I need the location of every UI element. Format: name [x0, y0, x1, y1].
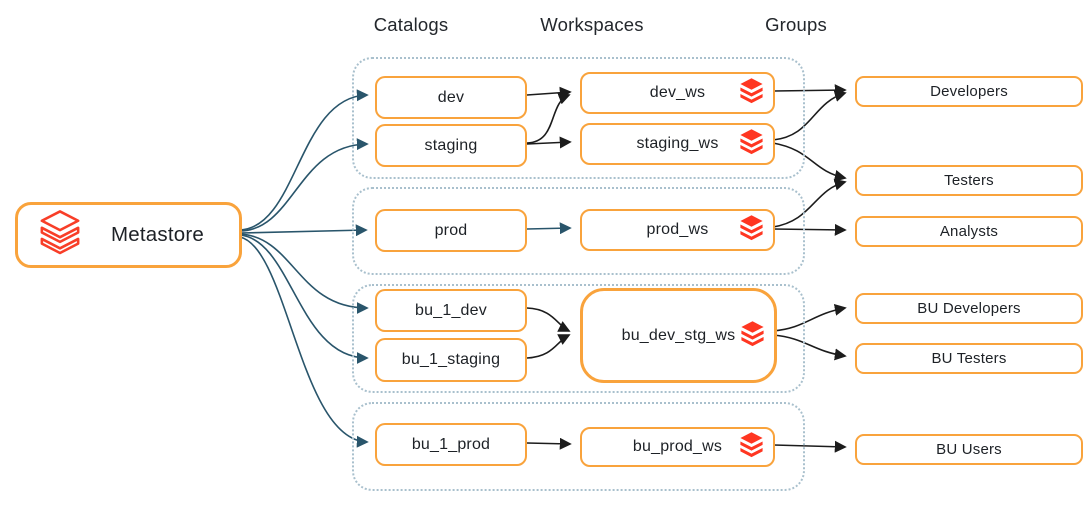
group-testers-label: Testers [944, 172, 994, 189]
group-bu-testers-label: BU Testers [931, 350, 1007, 367]
tier-bu-dev-staging [352, 284, 805, 393]
catalog-dev-node: dev [375, 76, 527, 119]
workspace-bu-dev-stg-ws-node: bu_dev_stg_ws [580, 288, 777, 383]
databricks-icon [739, 78, 764, 109]
edge-metastore-dev [239, 89, 369, 231]
databricks-icon [739, 432, 764, 463]
workspace-staging-ws-node: staging_ws [580, 123, 775, 165]
group-bu-developers-label: BU Developers [917, 300, 1021, 317]
group-bu-developers-node: BU Developers [855, 293, 1083, 324]
catalog-bu-1-prod-label: bu_1_prod [411, 435, 491, 453]
catalog-staging-label: staging [424, 136, 478, 154]
databricks-icon [739, 215, 764, 246]
catalog-prod-label: prod [434, 221, 468, 239]
group-bu-testers-node: BU Testers [855, 343, 1083, 374]
workspace-bu-dev-stg-ws-label: bu_dev_stg_ws [621, 326, 736, 344]
edge-metastore-bu-1-prod [239, 236, 369, 448]
workspace-staging-ws-label: staging_ws [636, 135, 719, 152]
column-header-groups: Groups [765, 14, 827, 35]
workspace-bu-prod-ws-label: bu_prod_ws [632, 438, 723, 455]
metastore-node: Metastore [15, 202, 242, 268]
workspace-bu-prod-ws-node: bu_prod_ws [580, 427, 775, 467]
workspace-dev-ws-label: dev_ws [649, 84, 706, 101]
catalog-dev-label: dev [437, 88, 465, 106]
catalog-bu-1-dev-label: bu_1_dev [415, 301, 487, 319]
catalog-bu-1-prod-node: bu_1_prod [375, 423, 527, 466]
metastore-label: Metastore [111, 223, 204, 246]
edge-metastore-prod [239, 224, 368, 237]
tier-dev-staging [352, 57, 805, 179]
databricks-icon [740, 320, 765, 351]
databricks-outline-icon [36, 209, 84, 262]
workspace-dev-ws-node: dev_ws [580, 72, 775, 114]
catalog-staging-node: staging [375, 124, 527, 167]
edge-metastore-bu-1-staging [239, 234, 369, 364]
group-developers-label: Developers [930, 83, 1008, 100]
edge-metastore-bu-1-dev [239, 233, 369, 314]
workspace-prod-ws-label: prod_ws [646, 221, 709, 238]
group-testers-node: Testers [855, 165, 1083, 196]
databricks-icon [739, 129, 764, 160]
column-header-workspaces: Workspaces [540, 14, 644, 35]
column-header-catalogs: Catalogs [373, 14, 449, 35]
group-analysts-node: Analysts [855, 216, 1083, 247]
group-analysts-label: Analysts [939, 223, 999, 240]
tier-bu-prod [352, 402, 805, 491]
edge-metastore-staging [239, 138, 369, 232]
catalog-bu-1-staging-node: bu_1_staging [375, 338, 527, 382]
group-bu-users-node: BU Users [855, 434, 1083, 465]
group-developers-node: Developers [855, 76, 1083, 107]
group-bu-users-label: BU Users [936, 441, 1002, 458]
catalog-prod-node: prod [375, 209, 527, 252]
workspace-prod-ws-node: prod_ws [580, 209, 775, 251]
tier-prod [352, 187, 805, 275]
catalog-bu-1-dev-node: bu_1_dev [375, 289, 527, 332]
catalog-bu-1-staging-label: bu_1_staging [401, 351, 501, 368]
